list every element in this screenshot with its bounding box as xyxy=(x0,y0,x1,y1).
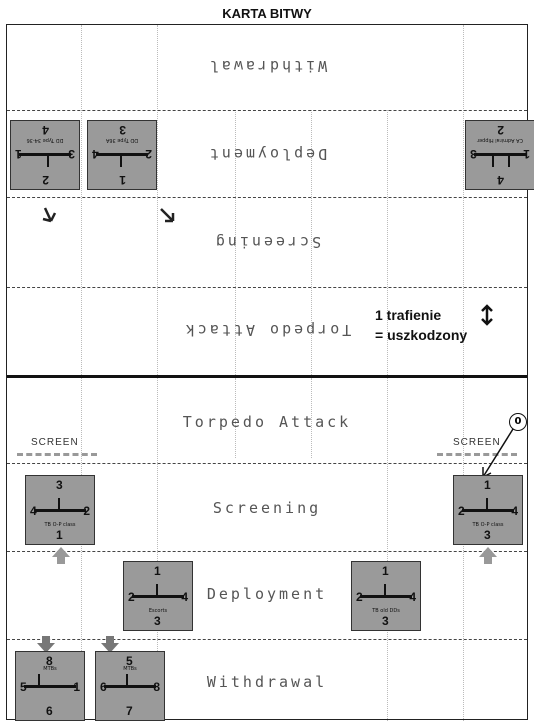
zero-marker: 0 xyxy=(509,413,527,431)
enemy-zone-withdrawal: Withdrawal xyxy=(206,57,328,75)
player-zone-screening: Screening xyxy=(212,499,322,517)
player-zone-deployment: Deployment xyxy=(206,585,328,603)
grid-line xyxy=(463,25,464,375)
counter-enemy-ca-admiral-hipper[interactable]: 4 3 2 1 CA Admiral Hipper xyxy=(465,120,534,190)
counter-mtbs-2[interactable]: 5 8 7 6 MTBs xyxy=(95,651,165,721)
grid-line xyxy=(235,378,236,458)
grid-line xyxy=(387,110,388,375)
map-title: KARTA BITWY xyxy=(222,6,312,21)
counter-tb-op-class-1[interactable]: 3 2 4 1 TB O-P class xyxy=(25,475,95,545)
counter-escorts[interactable]: 1 4 3 2 Escorts xyxy=(123,561,193,631)
grid-line xyxy=(157,25,158,375)
player-zone-withdrawal: Withdrawal xyxy=(206,673,328,691)
zone-divider xyxy=(7,287,527,288)
screen-marker-right xyxy=(437,453,517,456)
grid-line xyxy=(387,378,388,721)
zone-divider xyxy=(7,463,527,464)
grid-line xyxy=(81,25,82,375)
zone-divider xyxy=(7,551,527,552)
enemy-zone-deployment: Deployment xyxy=(206,145,328,163)
grid-line xyxy=(463,378,464,721)
zone-divider xyxy=(7,639,527,640)
arrow-up-icon xyxy=(479,547,497,564)
counter-tb-old-dds[interactable]: 1 4 3 2 TB old DDs xyxy=(351,561,421,631)
grid-line xyxy=(81,378,82,721)
battle-board: Withdrawal Deployment Screening Torpedo … xyxy=(6,24,534,721)
arrow-down-icon xyxy=(101,636,119,653)
arrow-up-icon xyxy=(52,547,70,564)
damage-note-line2: = uszkodzony xyxy=(375,327,468,343)
grid-line xyxy=(311,378,312,458)
sides-divider xyxy=(7,375,527,378)
zone-divider xyxy=(7,197,527,198)
screen-marker-left xyxy=(17,453,97,456)
move-arrow-icon xyxy=(42,207,57,223)
damage-note: 1 trafienie = uszkodzony xyxy=(375,305,467,345)
counter-mtbs-1[interactable]: 8 1 6 5 MTBs xyxy=(15,651,85,721)
player-zone-torpedo-attack: Torpedo Attack xyxy=(182,413,352,431)
counter-tb-op-class-2[interactable]: 1 4 3 2 TB O-P class xyxy=(453,475,523,545)
grid-line xyxy=(311,110,312,375)
enemy-zone-screening: Screening xyxy=(212,233,322,251)
counter-enemy-dd-type-34-36[interactable]: 2 1 4 3 DD Type 34-36 xyxy=(10,120,80,190)
damage-note-line1: 1 trafienie xyxy=(375,307,442,323)
grid-line xyxy=(157,378,158,721)
move-arrow-icon xyxy=(160,208,175,223)
zone-divider xyxy=(7,110,527,111)
screen-label-left: SCREEN xyxy=(31,437,79,448)
counter-enemy-dd-type-36a[interactable]: 1 4 3 2 DD Type 36A xyxy=(87,120,157,190)
double-arrow-icon xyxy=(481,304,493,326)
arrow-down-icon xyxy=(37,636,55,653)
grid-line xyxy=(235,110,236,375)
screen-label-right: SCREEN xyxy=(453,437,501,448)
